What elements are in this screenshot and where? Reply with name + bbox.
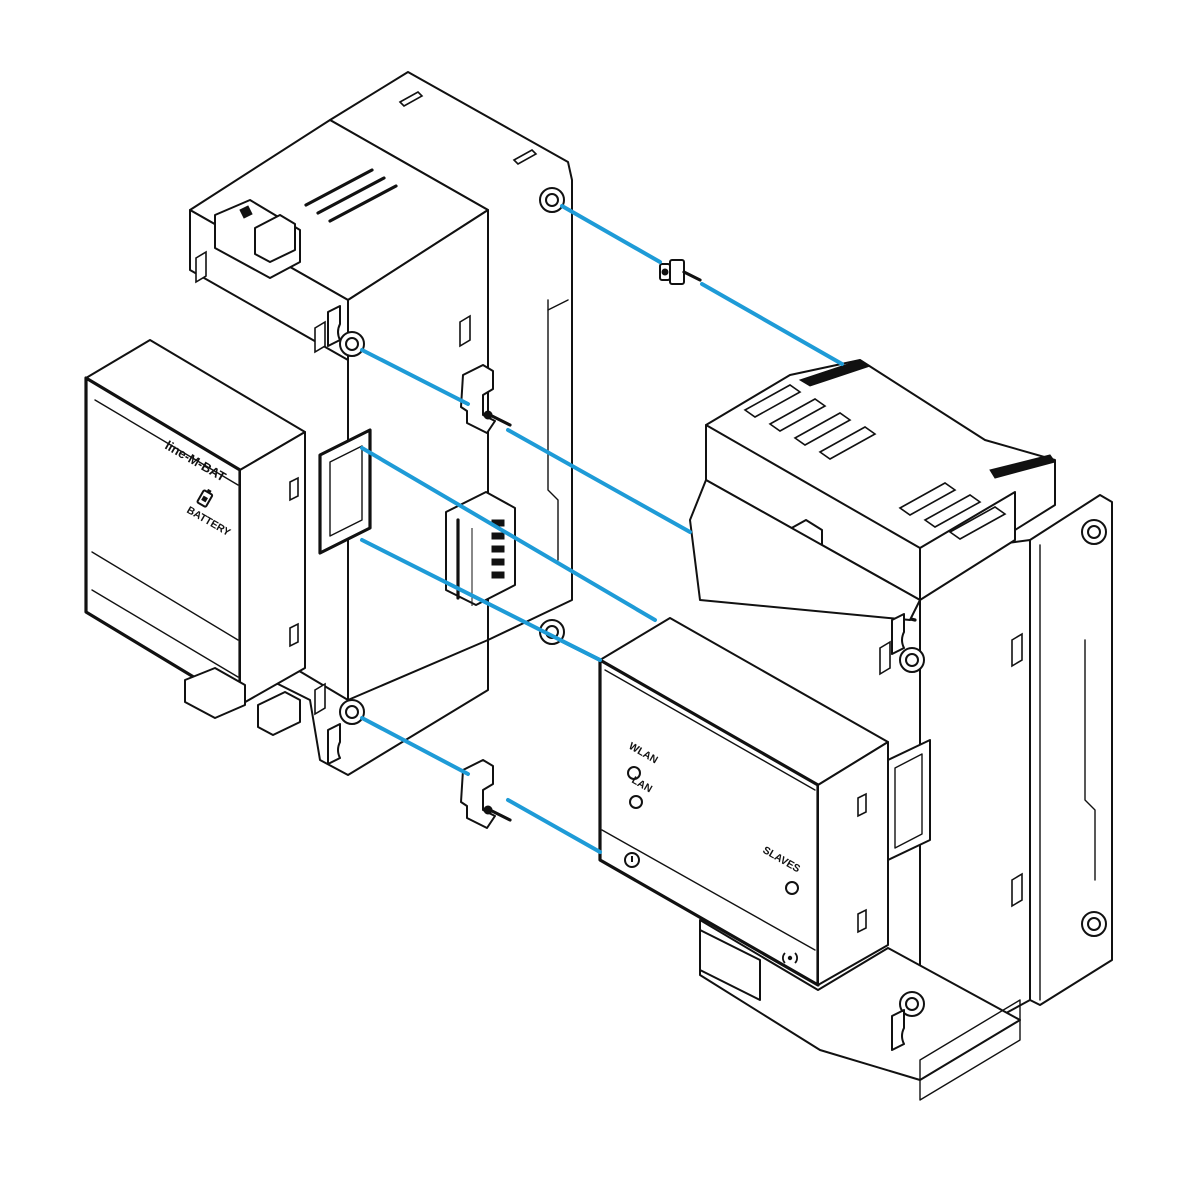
mounting-hole-rt xyxy=(1081,519,1107,545)
terminal-row-right xyxy=(898,454,1056,540)
battery-icon xyxy=(196,488,214,508)
connector-pin-icon xyxy=(659,259,702,285)
connection-line-9 xyxy=(506,798,602,854)
terminal-row-top xyxy=(743,359,877,460)
mounting-clip-icon xyxy=(460,364,512,434)
connection-line-7 xyxy=(558,638,602,662)
signal-icon xyxy=(782,952,798,964)
socket-pins xyxy=(491,519,505,579)
left-module: line-M-BAT BATTERY xyxy=(84,71,573,776)
right-module: WLAN LAN SLAVES xyxy=(598,359,1113,1101)
connection-line-3 xyxy=(360,348,470,406)
slaves-led xyxy=(785,881,799,895)
mounting-clip-icon-2 xyxy=(460,759,512,829)
mounting-hole-top-right xyxy=(539,187,565,213)
power-icon xyxy=(624,852,640,868)
mounting-hole-lm xyxy=(899,647,925,673)
mounting-hole-upper-left xyxy=(339,331,365,357)
mounting-hole-lb xyxy=(899,991,925,1017)
connection-line-4 xyxy=(506,428,692,534)
connection-line-8 xyxy=(360,716,470,776)
lan-led xyxy=(629,795,643,809)
connection-line-2 xyxy=(700,282,844,366)
connection-line-5 xyxy=(360,446,657,622)
connection-line-1 xyxy=(560,204,662,264)
wlan-led xyxy=(627,766,641,780)
mounting-hole-lower-left xyxy=(339,699,365,725)
connection-lines xyxy=(360,204,844,854)
mounting-hole-rb xyxy=(1081,911,1107,937)
